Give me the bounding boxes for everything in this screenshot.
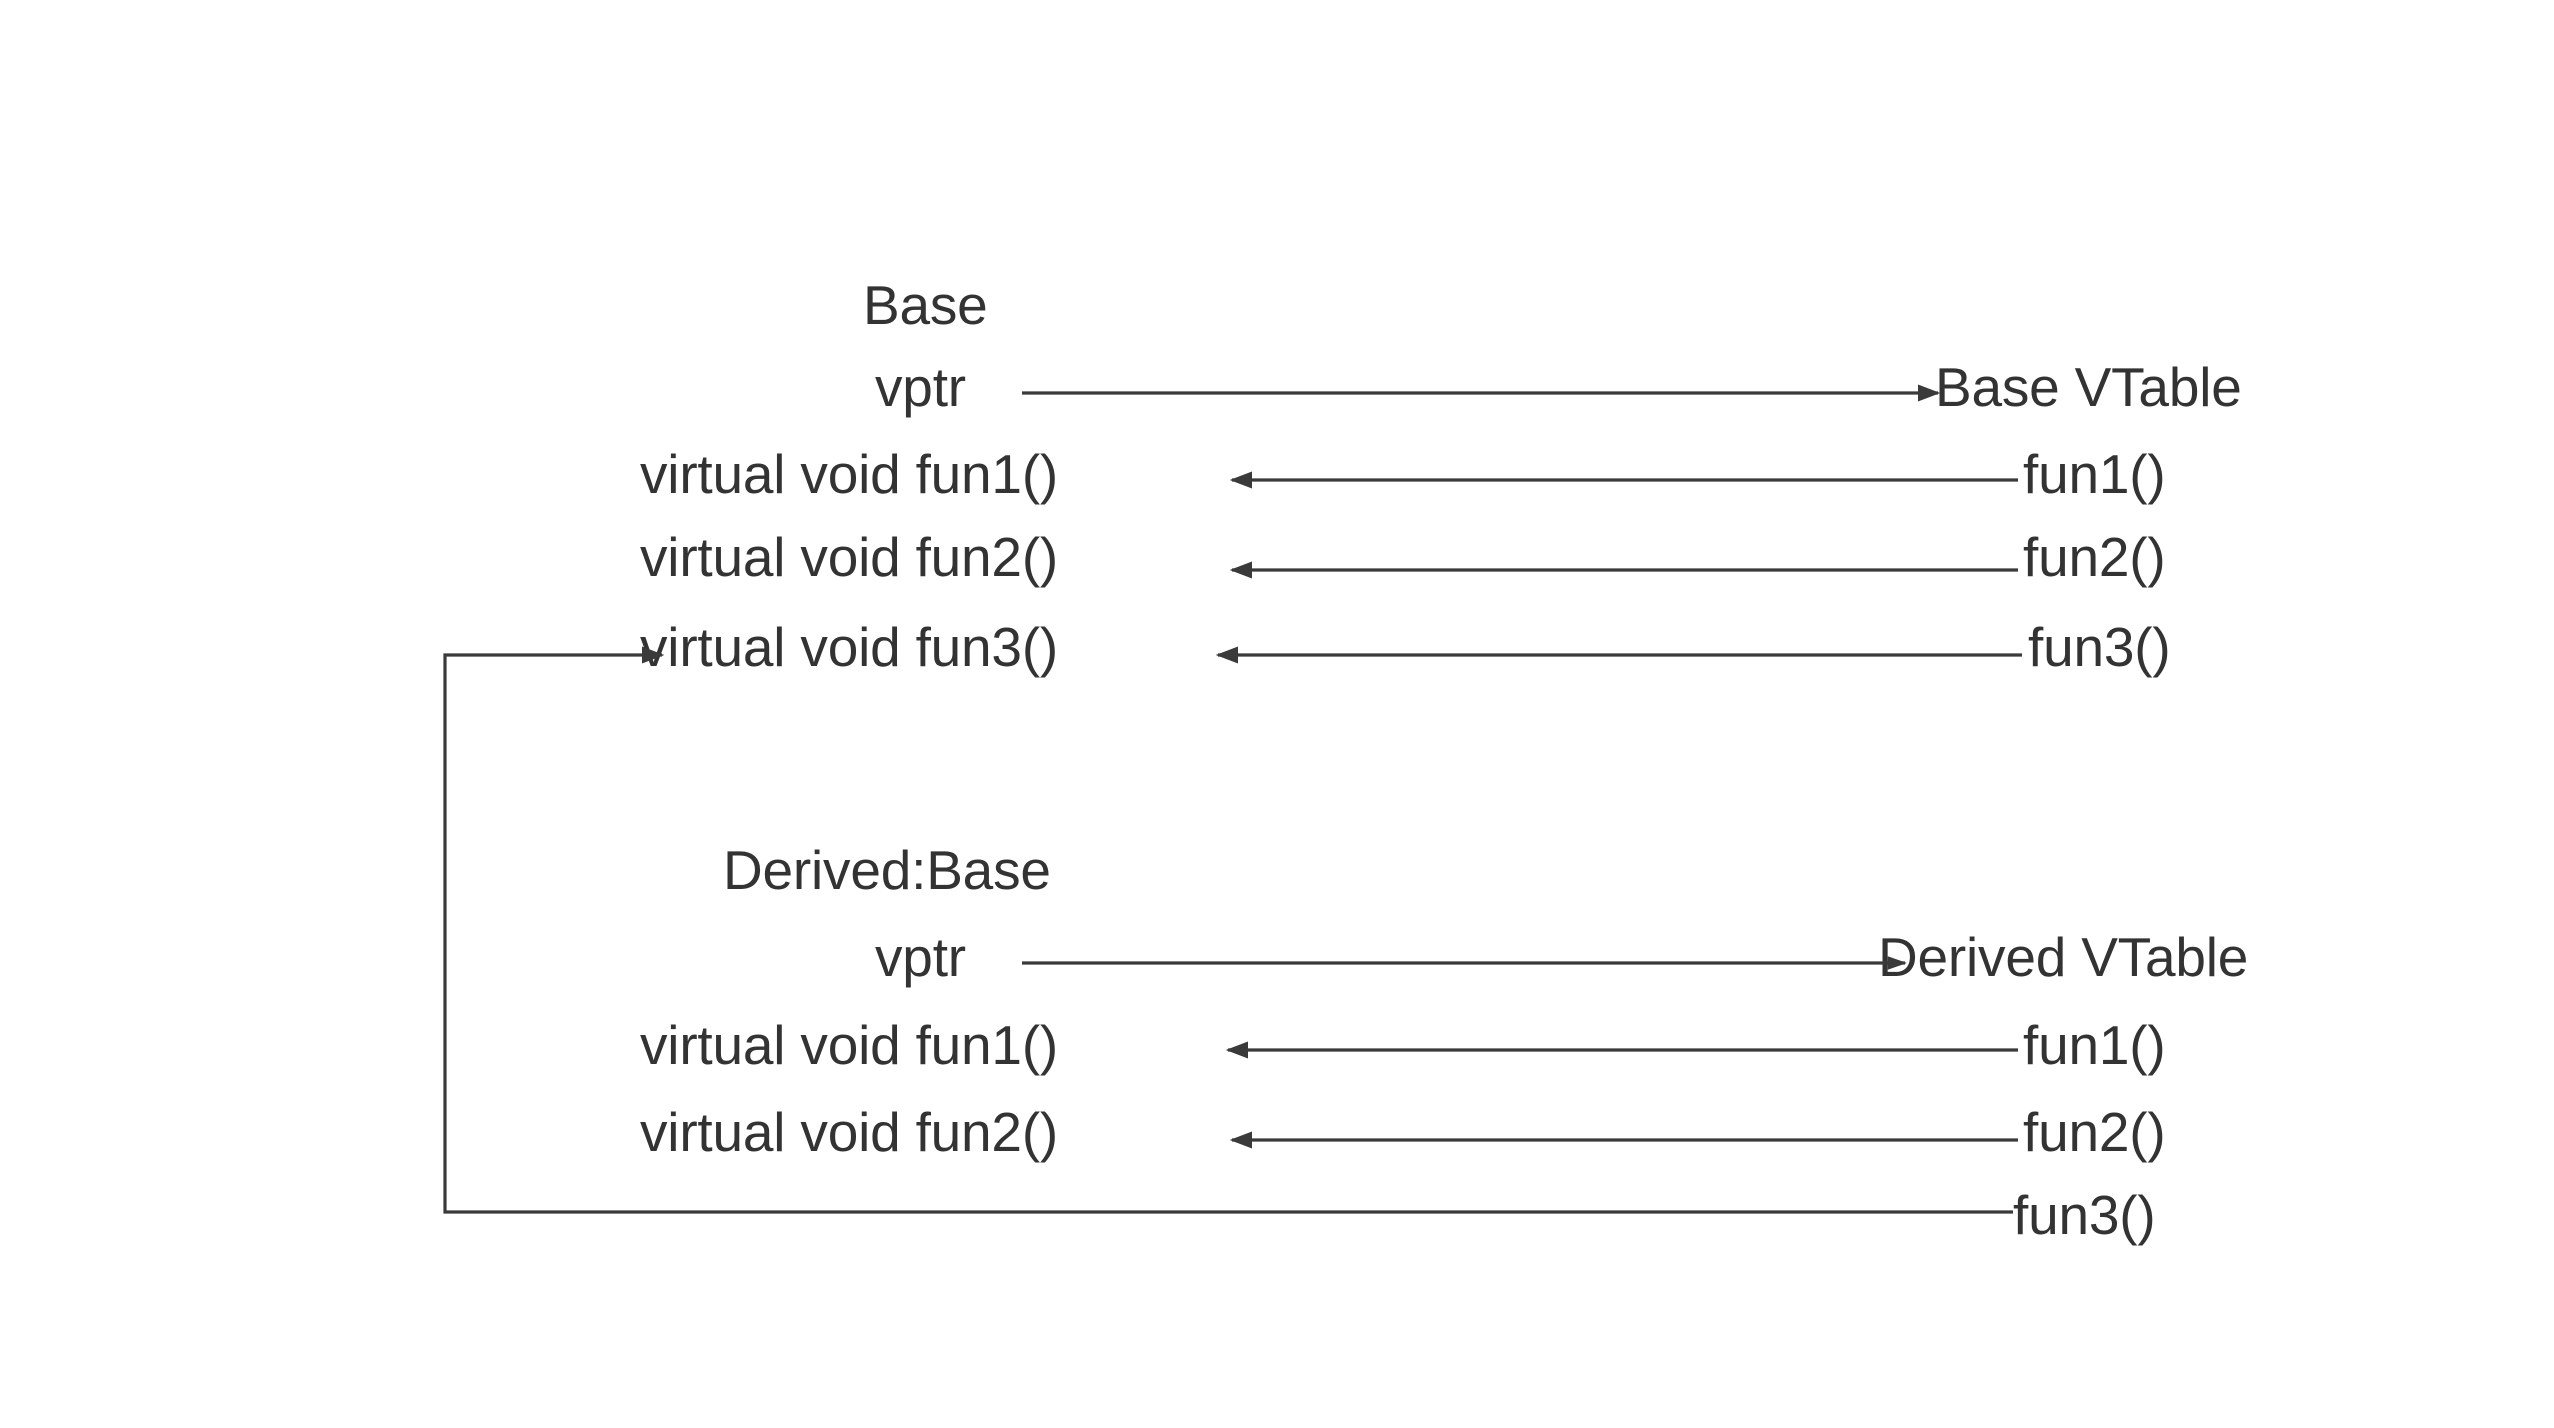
- base-vtable-title: Base VTable: [1935, 356, 2242, 418]
- base-vptr-label: vptr: [875, 356, 966, 418]
- base-vtable-entry-fun1: fun1(): [2023, 443, 2166, 505]
- derived-vtable-entry-fun2: fun2(): [2023, 1101, 2166, 1163]
- base-vtable-entry-fun3: fun3(): [2028, 616, 2171, 678]
- base-member-fun3: virtual void fun3(): [640, 616, 1059, 678]
- derived-member-fun2: virtual void fun2(): [640, 1101, 1059, 1163]
- derived-member-fun1: virtual void fun1(): [640, 1014, 1059, 1076]
- derived-vtable-title: Derived VTable: [1878, 926, 2249, 988]
- derived-vptr-label: vptr: [875, 926, 966, 988]
- derived-vtable-entry-fun3: fun3(): [2013, 1184, 2156, 1246]
- derived-vtable-entry-fun1: fun1(): [2023, 1014, 2166, 1076]
- base-object-title: Base: [863, 274, 988, 336]
- base-vtable-entry-fun2: fun2(): [2023, 526, 2166, 588]
- base-member-fun1: virtual void fun1(): [640, 443, 1059, 505]
- derived-object-title: Derived:Base: [723, 839, 1051, 901]
- base-member-fun2: virtual void fun2(): [640, 526, 1059, 588]
